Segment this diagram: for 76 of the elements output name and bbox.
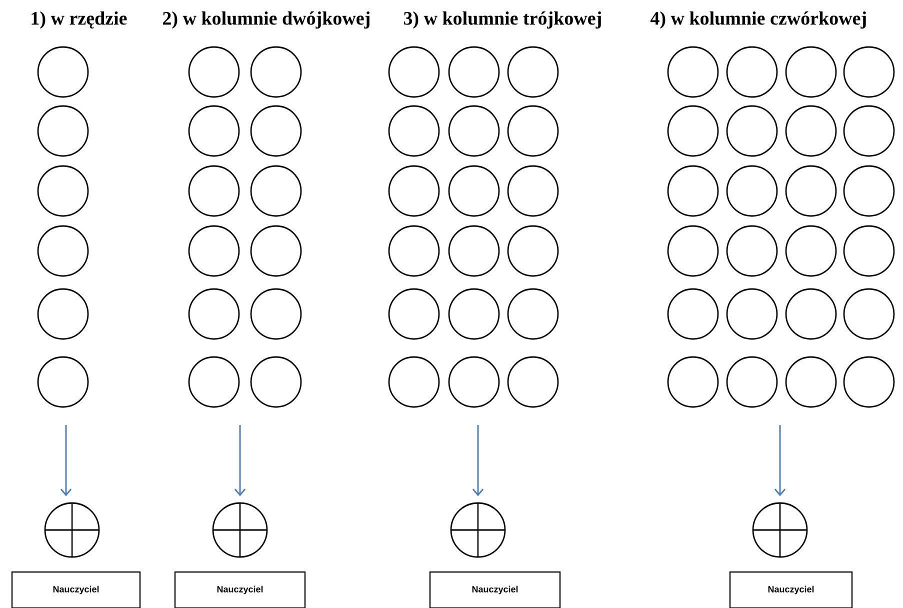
crossed-circle [212, 502, 268, 558]
student-circle [785, 225, 837, 277]
student-circle [667, 288, 719, 340]
student-circle [448, 105, 500, 157]
student-circle [507, 356, 559, 408]
student-circle [250, 288, 302, 340]
student-circle [785, 288, 837, 340]
student-circle [388, 46, 440, 98]
student-circle [726, 165, 778, 217]
student-circle [250, 105, 302, 157]
student-circle [785, 356, 837, 408]
student-circle [188, 288, 240, 340]
crossed-circle [752, 502, 808, 558]
student-circle [388, 288, 440, 340]
column-heading: 2) w kolumnie dwójkowej [163, 11, 370, 29]
student-circle [507, 105, 559, 157]
student-circle [507, 288, 559, 340]
teacher-box: Nauczyciel [429, 571, 561, 608]
student-circle [388, 165, 440, 217]
student-circle [37, 46, 89, 98]
student-circle [726, 288, 778, 340]
student-circle [726, 46, 778, 98]
student-circle [448, 225, 500, 277]
column-heading: 3) w kolumnie trójkowej [404, 11, 601, 29]
student-circle [37, 165, 89, 217]
arrow [774, 425, 786, 496]
student-circle [785, 165, 837, 217]
student-circle [250, 165, 302, 217]
student-circle [667, 165, 719, 217]
student-circle [37, 356, 89, 408]
student-circle [188, 105, 240, 157]
student-circle [726, 105, 778, 157]
student-circle [448, 165, 500, 217]
student-circle [188, 165, 240, 217]
student-circle [843, 105, 895, 157]
student-circle [507, 46, 559, 98]
teacher-box: Nauczyciel [174, 571, 306, 608]
arrow [234, 425, 246, 496]
student-circle [726, 356, 778, 408]
crossed-circle [450, 502, 506, 558]
column-heading: 1) w rzędzie [32, 11, 127, 29]
student-circle [37, 105, 89, 157]
student-circle [388, 105, 440, 157]
student-circle [785, 105, 837, 157]
student-circle [250, 46, 302, 98]
student-circle [388, 225, 440, 277]
student-circle [667, 225, 719, 277]
student-circle [37, 225, 89, 277]
student-circle [188, 356, 240, 408]
student-circle [667, 105, 719, 157]
student-circle [188, 225, 240, 277]
teacher-box: Nauczyciel [729, 571, 853, 608]
student-circle [37, 288, 89, 340]
student-circle [507, 225, 559, 277]
student-circle [250, 356, 302, 408]
student-circle [843, 356, 895, 408]
student-circle [448, 356, 500, 408]
student-circle [843, 46, 895, 98]
teacher-box: Nauczyciel [11, 571, 141, 608]
student-circle [843, 165, 895, 217]
arrow [472, 425, 484, 496]
arrow [60, 425, 72, 496]
student-circle [785, 46, 837, 98]
student-circle [726, 225, 778, 277]
student-circle [843, 288, 895, 340]
student-circle [448, 288, 500, 340]
student-circle [667, 46, 719, 98]
student-circle [507, 165, 559, 217]
student-circle [250, 225, 302, 277]
column-heading: 4) w kolumnie czwórkowej [650, 11, 866, 29]
student-circle [667, 356, 719, 408]
student-circle [843, 225, 895, 277]
student-circle [388, 356, 440, 408]
student-circle [188, 46, 240, 98]
student-circle [448, 46, 500, 98]
crossed-circle [44, 502, 100, 558]
